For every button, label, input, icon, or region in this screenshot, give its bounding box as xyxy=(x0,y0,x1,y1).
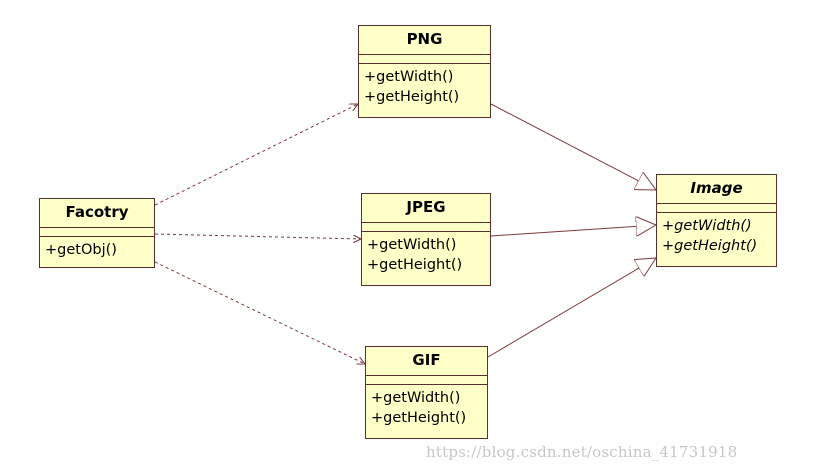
class-png-op-getwidth: +getWidth() xyxy=(364,69,454,85)
class-gif-operations: +getWidth() +getHeight() xyxy=(366,385,487,428)
class-image[interactable]: Image +getWidth() +getHeight() xyxy=(656,174,777,267)
class-png-attributes xyxy=(359,55,490,64)
class-image-name: Image xyxy=(657,175,776,204)
class-jpeg-operations: +getWidth() +getHeight() xyxy=(362,232,490,275)
class-gif-attributes xyxy=(366,376,487,385)
class-gif-name: GIF xyxy=(366,347,487,376)
class-factory[interactable]: Facotry +getObj() xyxy=(39,198,155,268)
class-jpeg[interactable]: JPEG +getWidth() +getHeight() xyxy=(361,193,491,286)
class-factory-op-getobj: +getObj() xyxy=(45,242,117,258)
class-png-name: PNG xyxy=(359,26,490,55)
generalization-png-image xyxy=(490,103,656,190)
class-image-op-getheight: +getHeight() xyxy=(662,238,758,254)
class-gif-op-getwidth: +getWidth() xyxy=(371,390,461,406)
class-image-attributes xyxy=(657,204,776,213)
dependency-factory-png xyxy=(154,104,358,206)
class-jpeg-attributes xyxy=(362,223,490,232)
generalization-gif-image xyxy=(487,258,656,358)
class-image-operations: +getWidth() +getHeight() xyxy=(657,213,776,256)
class-png[interactable]: PNG +getWidth() +getHeight() xyxy=(358,25,491,118)
class-jpeg-op-getheight: +getHeight() xyxy=(367,257,463,273)
class-png-operations: +getWidth() +getHeight() xyxy=(359,64,490,107)
class-factory-name: Facotry xyxy=(40,199,154,228)
class-jpeg-name: JPEG xyxy=(362,194,490,223)
class-gif[interactable]: GIF +getWidth() +getHeight() xyxy=(365,346,488,439)
class-gif-op-getheight: +getHeight() xyxy=(371,410,467,426)
class-image-op-getwidth: +getWidth() xyxy=(662,218,752,234)
watermark-url: https://blog.csdn.net/oschina_41731918 xyxy=(426,443,738,461)
class-factory-attributes xyxy=(40,228,154,237)
generalization-jpeg-image xyxy=(490,225,656,237)
class-jpeg-op-getwidth: +getWidth() xyxy=(367,237,457,253)
dependency-factory-gif xyxy=(154,261,365,364)
class-png-op-getheight: +getHeight() xyxy=(364,89,460,105)
dependency-factory-jpeg xyxy=(154,233,361,239)
class-factory-operations: +getObj() xyxy=(40,237,154,260)
